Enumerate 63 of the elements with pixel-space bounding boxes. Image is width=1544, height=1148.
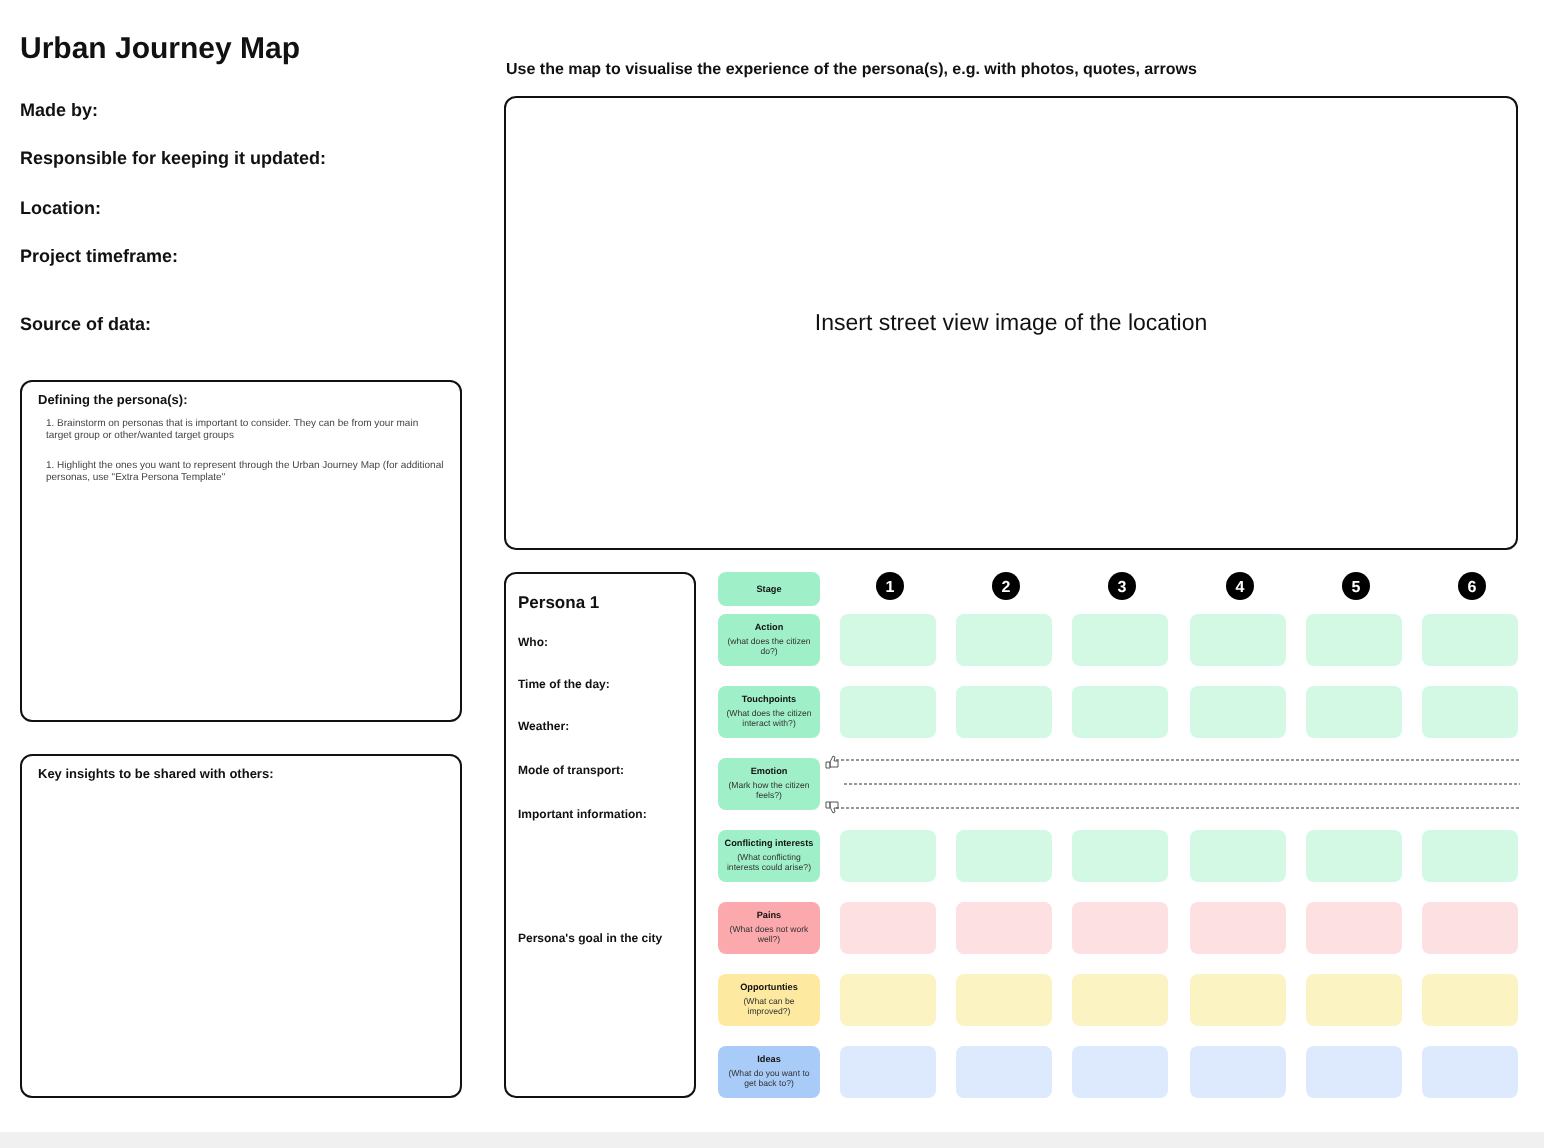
page-title: Urban Journey Map bbox=[20, 32, 301, 66]
empty-cell bbox=[1072, 830, 1168, 882]
row-label-card bbox=[718, 758, 820, 810]
empty-cell bbox=[956, 614, 1052, 666]
empty-cell bbox=[1072, 902, 1168, 954]
empty-cell bbox=[1306, 1046, 1402, 1098]
step-number-badge: 4 bbox=[1226, 572, 1254, 600]
empty-cell bbox=[956, 902, 1052, 954]
persona-definition-card bbox=[20, 380, 462, 722]
empty-cell bbox=[1190, 614, 1286, 666]
empty-cell bbox=[956, 1046, 1052, 1098]
empty-cell bbox=[840, 974, 936, 1026]
persona-heading: Persona 1 bbox=[518, 592, 600, 612]
row-label-card bbox=[718, 974, 820, 1026]
step-number-badge: 2 bbox=[992, 572, 1020, 600]
empty-cell bbox=[1190, 974, 1286, 1026]
step-number-badge: 3 bbox=[1108, 572, 1136, 600]
step-number-badge: 6 bbox=[1458, 572, 1486, 600]
row-label-card bbox=[718, 614, 820, 666]
form-field-label: Responsible for keeping it updated: bbox=[20, 148, 327, 168]
form-field-label: Source of data: bbox=[20, 314, 152, 334]
empty-cell bbox=[840, 1046, 936, 1098]
row-label-card bbox=[718, 1046, 820, 1098]
empty-cell bbox=[956, 830, 1052, 882]
placeholder-text: Insert street view image of the location bbox=[814, 311, 1208, 335]
empty-cell bbox=[1306, 974, 1402, 1026]
form-field-label: Made by: bbox=[20, 100, 99, 120]
empty-cell bbox=[1072, 614, 1168, 666]
empty-cell bbox=[1422, 974, 1518, 1026]
row-label-card bbox=[718, 572, 820, 606]
empty-cell bbox=[1306, 614, 1402, 666]
empty-cell bbox=[1072, 974, 1168, 1026]
empty-cell bbox=[956, 974, 1052, 1026]
empty-cell bbox=[1190, 1046, 1286, 1098]
empty-cell bbox=[1422, 686, 1518, 738]
empty-cell bbox=[1190, 830, 1286, 882]
row-label-card bbox=[718, 686, 820, 738]
empty-cell bbox=[840, 614, 936, 666]
empty-cell bbox=[1422, 902, 1518, 954]
step-number-badge: 5 bbox=[1342, 572, 1370, 600]
insights-card bbox=[20, 754, 462, 1098]
step-number-badge: 1 bbox=[876, 572, 904, 600]
empty-cell bbox=[956, 686, 1052, 738]
row-label-card bbox=[718, 830, 820, 882]
row-label-card bbox=[718, 902, 820, 954]
empty-cell bbox=[1422, 1046, 1518, 1098]
empty-cell bbox=[840, 686, 936, 738]
empty-cell bbox=[1190, 686, 1286, 738]
empty-cell bbox=[840, 830, 936, 882]
persona-card bbox=[504, 572, 696, 1098]
empty-cell bbox=[1306, 830, 1402, 882]
empty-cell bbox=[1072, 686, 1168, 738]
empty-cell bbox=[1422, 830, 1518, 882]
form-field-label: Location: bbox=[20, 198, 101, 218]
empty-cell bbox=[1190, 902, 1286, 954]
empty-cell bbox=[1306, 902, 1402, 954]
empty-cell bbox=[1422, 614, 1518, 666]
empty-cell bbox=[1306, 686, 1402, 738]
instruction-text: Use the map to visualise the experience of the persona(s), e.g. with photos, quotes, arrows bbox=[506, 60, 1197, 78]
image-upload-field bbox=[504, 96, 1518, 550]
form-field-label: Project timeframe: bbox=[20, 246, 179, 266]
empty-cell bbox=[840, 902, 936, 954]
empty-cell bbox=[1072, 1046, 1168, 1098]
